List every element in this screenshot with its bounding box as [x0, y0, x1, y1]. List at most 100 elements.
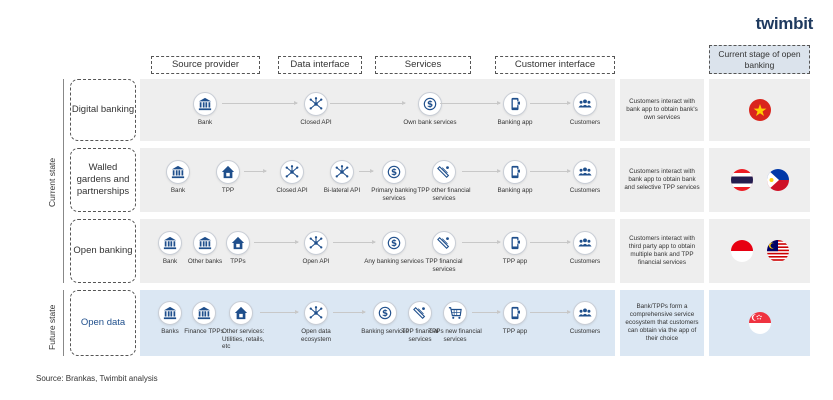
- current-state-label: Current state: [47, 157, 57, 207]
- flow-arrow: [254, 240, 299, 244]
- node-open-data-ecosystem: Open data ecosystem: [286, 301, 346, 343]
- row-label-open-data: Open data: [70, 290, 136, 356]
- mobile-app-icon: [508, 236, 522, 250]
- row-walled-gardens: Bank TPP Closed API Bi-lateral API Prima…: [140, 148, 615, 212]
- node-open-api: Open API: [286, 231, 346, 266]
- node-tpp-financial-services: TPP financial services: [414, 231, 474, 273]
- thailand-flag: [730, 169, 753, 191]
- flow-arrow: [260, 310, 299, 314]
- bank-icon: [171, 165, 185, 179]
- flow-arrow: [472, 310, 501, 314]
- description-open-data: Bank/TPPs form a comprehensive service e…: [620, 290, 704, 356]
- tpp-home-icon: [234, 306, 248, 320]
- node-bilateral-api: Bi-lateral API: [312, 160, 372, 195]
- flow-arrow: [244, 169, 267, 173]
- description-walled-gardens: Customers interact with bank app to obta…: [620, 148, 704, 212]
- flow-arrow: [530, 310, 571, 314]
- node-customers: Customers: [555, 301, 615, 336]
- flow-arrow: [462, 240, 501, 244]
- row-label-digital-banking: Digital banking: [70, 79, 136, 141]
- node-other-banks: Other banks: [175, 231, 235, 266]
- api-network-icon: [309, 97, 323, 111]
- node-banks: Banks: [140, 301, 200, 336]
- node-bank: Bank: [140, 231, 200, 266]
- node-banking-services: Banking services: [355, 301, 415, 336]
- shopping-cart-icon: [448, 306, 462, 320]
- node-closed-api: Closed API: [262, 160, 322, 195]
- row-label-walled-gardens: Walled gardens and partnerships: [70, 148, 136, 212]
- row-digital-banking: Bank Closed API Own bank services Bankin…: [140, 79, 615, 141]
- source-note: Source: Brankas, Twimbit analysis: [36, 374, 158, 383]
- flags-walled-gardens: [709, 148, 810, 212]
- row-open-data: Banks Finance TPPs Other services: Utili…: [140, 290, 615, 356]
- node-closed-api: Closed API: [286, 92, 346, 127]
- flow-arrow: [222, 101, 298, 105]
- node-other-services: Other services: Utilities, retails, etc: [210, 301, 272, 351]
- node-own-bank-services: Own bank services: [390, 92, 470, 127]
- dollar-icon: [387, 165, 401, 179]
- node-bank: Bank: [175, 92, 235, 127]
- flow-arrow: [462, 169, 501, 173]
- header-current-stage: Current stage of open banking: [709, 45, 810, 74]
- node-primary-banking-services: Primary banking services: [364, 160, 424, 202]
- node-tpp: TPP: [198, 160, 258, 195]
- philippines-flag: [766, 169, 789, 191]
- mobile-app-icon: [508, 306, 522, 320]
- current-state-bracket: [63, 79, 64, 283]
- twimbit-logo: twimbit: [755, 14, 814, 33]
- future-state-bracket: [63, 290, 64, 356]
- dollar-icon: [387, 236, 401, 250]
- tag-icon: [437, 165, 451, 179]
- vietnam-flag: [748, 99, 771, 121]
- tag-icon: [437, 236, 451, 250]
- node-tpp-app: TPP app: [485, 301, 545, 336]
- node-customers: Customers: [555, 160, 615, 195]
- header-services: Services: [375, 56, 471, 74]
- indonesia-flag: [730, 240, 753, 262]
- flags-open-data: [709, 290, 810, 356]
- future-state-label: Future state: [47, 304, 57, 350]
- api-network-icon: [335, 165, 349, 179]
- malaysia-flag: [766, 240, 789, 262]
- flow-arrow: [333, 310, 366, 314]
- node-banking-app: Banking app: [485, 160, 545, 195]
- description-digital-banking: Customers interact with bank app to obta…: [620, 79, 704, 141]
- flow-arrow: [530, 169, 571, 173]
- node-customers: Customers: [555, 231, 615, 266]
- customers-icon: [578, 306, 592, 320]
- header-data-interface: Data interface: [278, 56, 362, 74]
- customers-icon: [578, 165, 592, 179]
- flow-arrow: [440, 101, 501, 105]
- node-any-banking-services: Any banking services: [364, 231, 424, 266]
- flow-arrow: [530, 101, 571, 105]
- api-network-icon: [309, 306, 323, 320]
- node-finance-tpps: Finance TPPs: [174, 301, 234, 336]
- header-customer-interface: Customer interface: [495, 56, 615, 74]
- header-source-provider: Source provider: [151, 56, 260, 74]
- bank-icon: [197, 306, 211, 320]
- node-bank: Bank: [148, 160, 208, 195]
- node-tpp-app: TPP app: [485, 231, 545, 266]
- flow-arrow: [330, 101, 406, 105]
- node-tpps-new-financial-services: TPPs new financial services: [425, 301, 485, 343]
- row-open-banking: Bank Other banks TPPs Open API Any banki…: [140, 219, 615, 283]
- customers-icon: [578, 97, 592, 111]
- mobile-app-icon: [508, 97, 522, 111]
- node-tpps: TPPs: [208, 231, 268, 266]
- tpp-home-icon: [221, 165, 235, 179]
- bank-icon: [198, 97, 212, 111]
- row-label-open-banking: Open banking: [70, 219, 136, 283]
- api-network-icon: [285, 165, 299, 179]
- node-customers: Customers: [555, 92, 615, 127]
- dollar-icon: [423, 97, 437, 111]
- customers-icon: [578, 236, 592, 250]
- flags-digital-banking: [709, 79, 810, 141]
- description-open-banking: Customers interact with third party app …: [620, 219, 704, 283]
- singapore-flag: [748, 312, 771, 334]
- flow-arrow: [359, 169, 374, 173]
- flow-arrow: [530, 240, 571, 244]
- tpp-home-icon: [231, 236, 245, 250]
- flow-arrow: [333, 240, 376, 244]
- api-network-icon: [309, 236, 323, 250]
- node-tpp-other-financial-services: TPP other financial services: [414, 160, 474, 202]
